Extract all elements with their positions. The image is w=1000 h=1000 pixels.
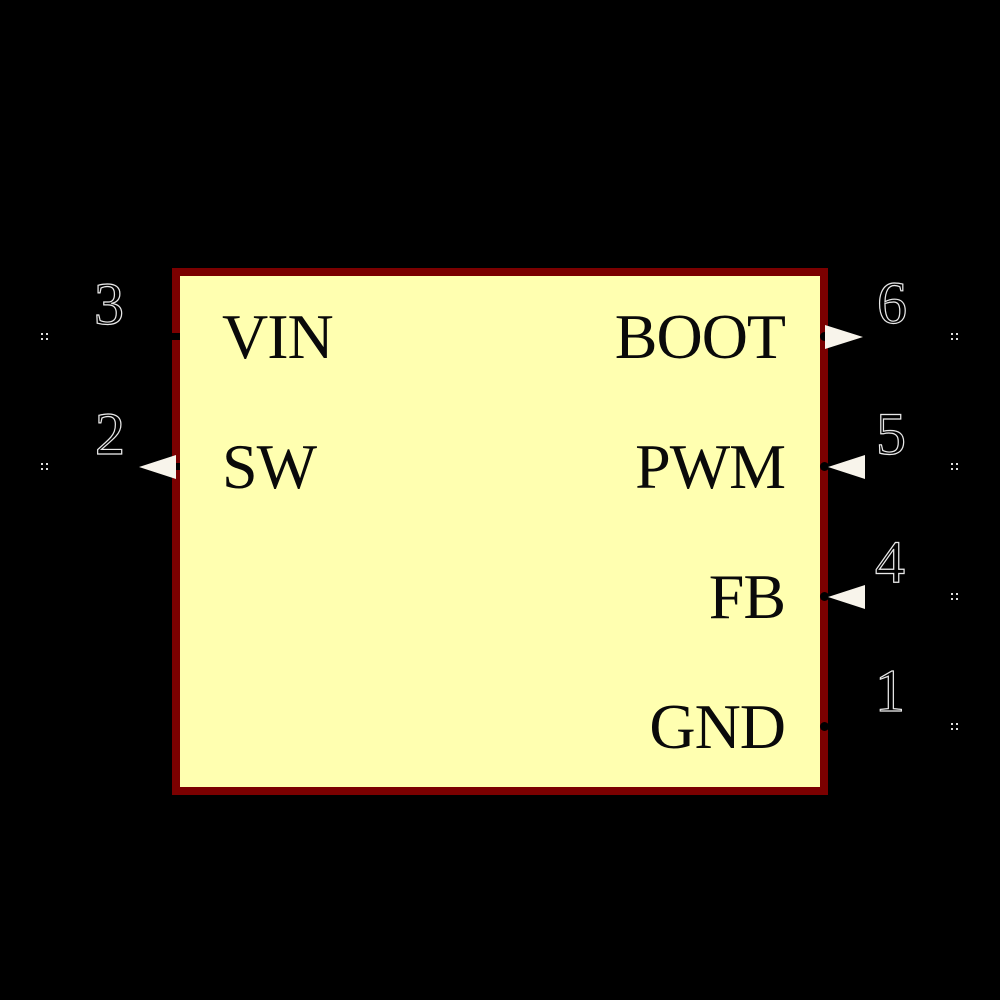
- pin-dot-fb: [820, 592, 829, 601]
- pin-arrow-sw[interactable]: [139, 455, 176, 479]
- pin-number-6: 6: [876, 270, 907, 336]
- pin-endpoint-marker: [951, 593, 958, 600]
- pin-endpoint-marker: [41, 463, 48, 470]
- pin-endpoint-marker: [951, 463, 958, 470]
- pin-endpoint-marker: [951, 333, 958, 340]
- ic-symbol-body[interactable]: [172, 268, 828, 795]
- pin-arrow-pwm[interactable]: [828, 455, 865, 479]
- pin-number-3: 3: [93, 271, 124, 337]
- pin-arrow-boot[interactable]: [825, 325, 863, 349]
- pin-number-2: 2: [94, 401, 125, 467]
- pin-dot-boot: [820, 332, 829, 341]
- pin-dot-gnd: [820, 722, 829, 731]
- pin-label-gnd[interactable]: GND: [649, 691, 786, 762]
- pin-label-fb[interactable]: FB: [708, 561, 786, 632]
- pin-label-sw[interactable]: SW: [222, 431, 317, 502]
- pin-label-boot[interactable]: BOOT: [614, 301, 786, 372]
- pin-endpoint-marker: [41, 333, 48, 340]
- pin-arrow-fb[interactable]: [828, 585, 865, 609]
- pin-dot-pwm: [820, 462, 829, 471]
- pin-endpoint-marker: [951, 723, 958, 730]
- pin-stub-vin[interactable]: [158, 333, 180, 340]
- pin-number-4: 4: [874, 529, 905, 595]
- pin-number-5: 5: [875, 401, 906, 467]
- pin-label-vin[interactable]: VIN: [222, 301, 334, 372]
- pin-number-1: 1: [874, 658, 905, 724]
- pin-label-pwm[interactable]: PWM: [635, 431, 786, 502]
